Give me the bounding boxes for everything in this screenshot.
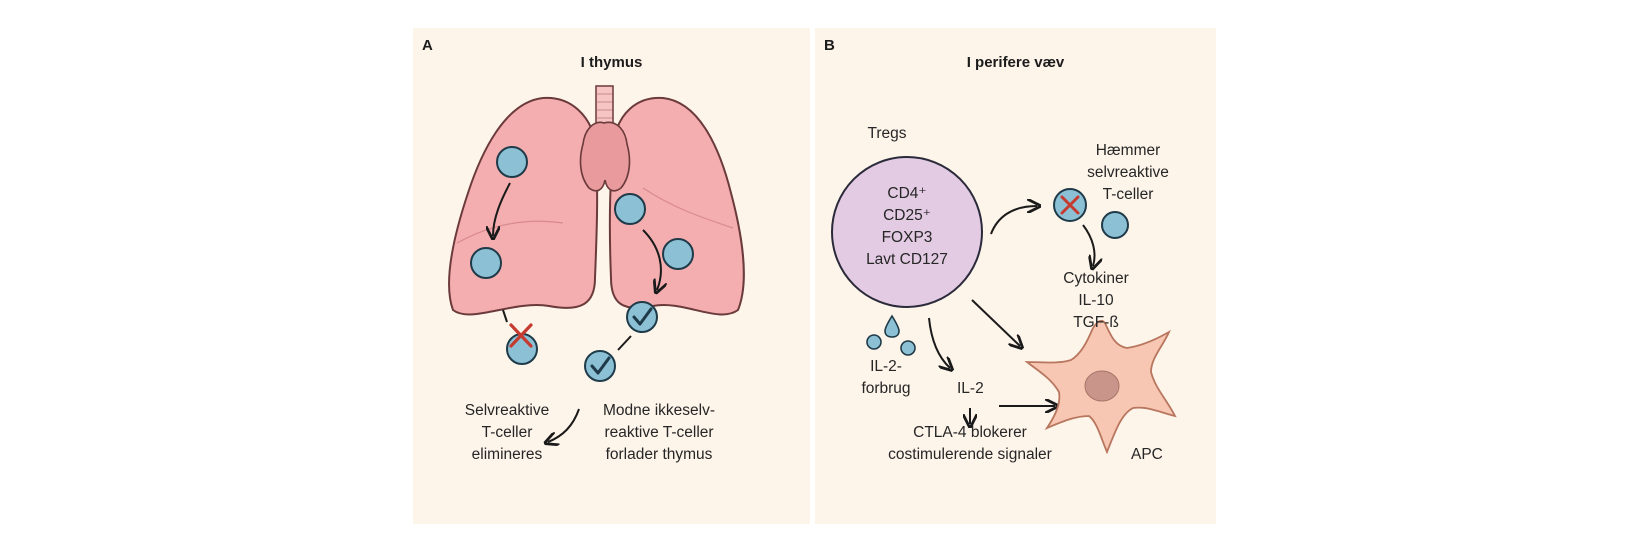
- label-inhibits-selfreactive: Hæmmer selvreaktive T-celler: [1087, 142, 1169, 203]
- arrow-exit-thymus: [548, 408, 580, 442]
- thymus-diagram: [448, 85, 745, 524]
- label-apc: APC: [1131, 446, 1163, 463]
- t-cell-icon: [662, 238, 694, 270]
- t-cell-passed-icon: [626, 301, 658, 333]
- panel-title-peripheral: I perifere væv: [966, 54, 1065, 71]
- lungs-icon: [448, 96, 745, 316]
- dashed-link-eliminated: [502, 309, 508, 323]
- il2-droplet-icon: [866, 314, 916, 356]
- t-cell-icon: [1101, 211, 1129, 239]
- treg-cell-icon: [831, 156, 983, 308]
- t-cell-icon: [614, 193, 646, 225]
- t-cell-icon: [470, 247, 502, 279]
- panel-thymus: A I thymus: [413, 28, 810, 524]
- label-selfreactive-eliminated: Selvreaktive T-celler elimineres: [464, 402, 550, 463]
- label-ctla4: CTLA-4 blokerer costimulerende signaler: [888, 424, 1052, 463]
- arrow-treg-to-apc: [971, 299, 1020, 346]
- checkmark-icon: [632, 307, 653, 326]
- thymus-icon: [579, 121, 631, 192]
- arrow-to-il2: [928, 317, 950, 368]
- peripheral-diagram: [831, 156, 1177, 455]
- label-il2: IL-2: [957, 380, 984, 397]
- treg-markers: CD4⁺ CD25⁺ FOXP3 Lavt CD127: [866, 185, 948, 268]
- checkmark-icon: [590, 356, 611, 375]
- panel-letter-b: B: [824, 37, 835, 54]
- red-x-icon: [509, 323, 533, 348]
- t-cell-icon: [496, 146, 528, 178]
- arrow-inhibit: [990, 206, 1037, 235]
- t-cell-passed-icon: [584, 350, 616, 382]
- arrow-to-cytokines: [1082, 224, 1095, 266]
- label-tregs: Tregs: [867, 125, 907, 142]
- arrow-selection-right: [642, 229, 661, 290]
- label-mature-leave: Modne ikkeselv- reaktive T-celler forlad…: [603, 402, 715, 463]
- label-cytokines: Cytokiner IL-10 TGF-ß: [1063, 270, 1129, 331]
- dashed-link-mature: [617, 335, 632, 351]
- panel-title-thymus: I thymus: [580, 54, 643, 71]
- apc-cell-icon: [1024, 319, 1177, 455]
- panel-letter-a: A: [422, 37, 433, 54]
- red-x-icon: [1060, 195, 1080, 215]
- panel-peripheral: B I perifere væv: [815, 28, 1216, 524]
- arrow-selection-left: [493, 182, 511, 236]
- label-il2-consumption: IL-2- forbrug: [861, 358, 911, 397]
